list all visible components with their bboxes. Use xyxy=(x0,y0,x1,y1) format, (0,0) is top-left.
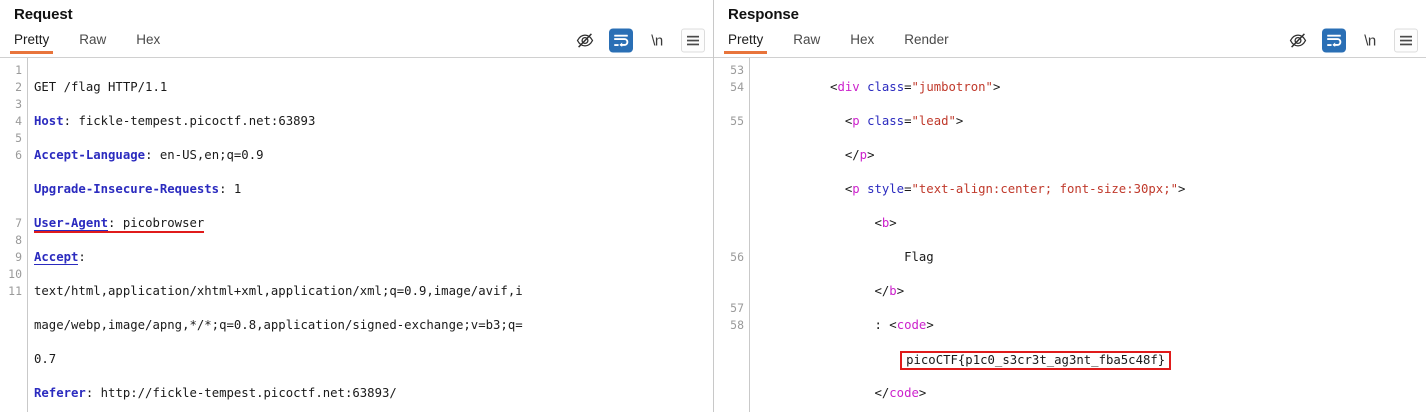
response-body[interactable]: <div class="jumbotron"> <p class="lead">… xyxy=(750,58,1426,412)
newline-icon[interactable]: \n xyxy=(1358,29,1382,53)
response-toolbar: \n xyxy=(1286,28,1418,56)
request-line-6: Accept: xyxy=(34,250,86,265)
word-wrap-icon[interactable] xyxy=(1322,28,1346,53)
response-title: Response xyxy=(728,6,799,23)
menu-icon[interactable] xyxy=(681,28,705,53)
response-tab-raw[interactable]: Raw xyxy=(793,31,821,47)
request-line-2: Host: fickle-tempest.picoctf.net:63893 xyxy=(34,114,316,128)
header-key-upgrade-insecure-requests: Upgrade-Insecure-Requests xyxy=(34,182,220,196)
header-key-accept: Accept xyxy=(34,250,79,265)
newline-icon[interactable]: \n xyxy=(645,29,669,53)
accept-value-part-3: 0.7 xyxy=(34,352,57,366)
accept-value-part-1: text/html,application/xhtml+xml,applicat… xyxy=(34,284,523,298)
response-line-flag-label: Flag xyxy=(904,250,934,264)
header-key-accept-language: Accept-Language xyxy=(34,148,146,162)
request-line-5: User-Agent: picobrowser xyxy=(34,215,713,232)
word-wrap-icon[interactable] xyxy=(609,28,633,53)
request-line-6-wrap-1: text/html,application/xhtml+xml,applicat… xyxy=(34,283,713,300)
request-tab-hex[interactable]: Hex xyxy=(136,31,161,47)
response-line-code-open: : <code> xyxy=(874,318,934,332)
request-toolbar: \n xyxy=(573,28,705,56)
menu-icon[interactable] xyxy=(1394,28,1418,53)
accept-value-part-2: mage/webp,image/apng,*/*;q=0.8,applicati… xyxy=(34,318,523,332)
header-key-user-agent: User-Agent xyxy=(34,216,109,231)
response-line-54: <p class="lead"> xyxy=(844,114,964,128)
header-value-upgrade-insecure-requests: 1 xyxy=(233,182,242,196)
response-line-53: <div class="jumbotron"> xyxy=(830,80,1001,94)
response-line-b-open: <b> xyxy=(874,216,897,230)
response-line-numbers: 53 54 . 55 . . . . . . . 56 . . 57 58 xyxy=(714,58,750,412)
request-tab-pretty[interactable]: Pretty xyxy=(9,32,54,54)
request-body[interactable]: GET /flag HTTP/1.1 Host: fickle-tempest.… xyxy=(28,58,713,412)
request-line-6-wrap-3: 0.7 xyxy=(34,351,713,368)
response-line-flag-value: picoCTF{p1c0_s3cr3t_ag3nt_fba5c48f} xyxy=(756,351,1426,370)
header-key-host: Host xyxy=(34,114,64,128)
request-tab-raw[interactable]: Raw xyxy=(79,31,107,47)
newline-label: \n xyxy=(651,32,663,49)
response-panel: Response Pretty Raw Hex Render xyxy=(713,0,1426,412)
request-title: Request xyxy=(14,6,73,23)
request-line-4: Upgrade-Insecure-Requests: 1 xyxy=(34,182,242,196)
request-line-3: Accept-Language: en-US,en;q=0.9 xyxy=(34,148,264,162)
header-key-referer: Referer xyxy=(34,386,86,400)
hide-icon[interactable] xyxy=(573,29,597,53)
response-line-54-close: </p> xyxy=(844,148,875,162)
request-line-1: GET /flag HTTP/1.1 xyxy=(34,79,713,96)
flag-highlight-box: picoCTF{p1c0_s3cr3t_ag3nt_fba5c48f} xyxy=(900,351,1172,370)
request-code-area[interactable]: 1 2 3 4 5 6 . . . 7 8 9 10 11 GET /flag … xyxy=(0,58,713,412)
header-value-user-agent: picobrowser xyxy=(122,216,205,230)
header-value-host: fickle-tempest.picoctf.net:63893 xyxy=(78,114,316,128)
response-tab-hex[interactable]: Hex xyxy=(850,31,875,47)
header-value-accept-language: en-US,en;q=0.9 xyxy=(159,148,264,162)
request-start-line: GET /flag HTTP/1.1 xyxy=(34,80,168,94)
request-line-numbers: 1 2 3 4 5 6 . . . 7 8 9 10 11 xyxy=(0,58,28,412)
response-tab-pretty[interactable]: Pretty xyxy=(723,32,768,54)
hide-icon[interactable] xyxy=(1286,29,1310,53)
response-tabbar: Pretty Raw Hex Render xyxy=(714,27,1426,58)
request-tabbar: Pretty Raw Hex xyxy=(0,27,713,58)
response-line-55: <p style="text-align:center; font-size:3… xyxy=(844,182,1186,196)
request-line-6-wrap-2: mage/webp,image/apng,*/*;q=0.8,applicati… xyxy=(34,317,713,334)
response-code-area[interactable]: 53 54 . 55 . . . . . . . 56 . . 57 58 <d… xyxy=(714,58,1426,412)
newline-label: \n xyxy=(1364,32,1376,49)
user-agent-highlight: User-Agent: picobrowser xyxy=(34,216,205,231)
request-line-7: Referer: http://fickle-tempest.picoctf.n… xyxy=(34,386,397,400)
response-line-b-close: </b> xyxy=(874,284,905,298)
response-line-code-close: </code> xyxy=(874,386,927,400)
response-tab-render[interactable]: Render xyxy=(904,31,949,47)
header-value-referer: http://fickle-tempest.picoctf.net:63893/ xyxy=(100,386,397,400)
request-panel: Request Pretty Raw Hex xyxy=(0,0,713,412)
